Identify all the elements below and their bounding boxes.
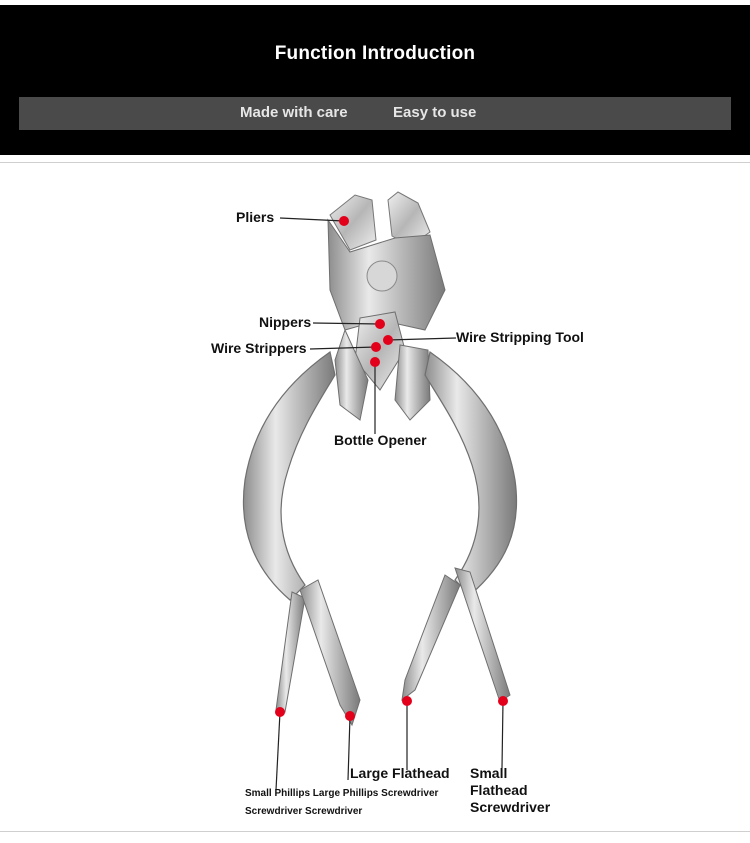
marker-small-flathead: [498, 696, 508, 706]
pliers-jaw-right: [387, 191, 431, 247]
marker-wire-stripping-tool: [383, 335, 393, 345]
divider-top: [0, 162, 750, 163]
marker-nippers: [375, 319, 385, 329]
marker-pliers: [339, 216, 349, 226]
markers: [275, 216, 508, 721]
marker-wire-strippers: [371, 342, 381, 352]
header-banner: Function Introduction Made with care Eas…: [0, 5, 750, 155]
marker-small-phillips: [275, 707, 285, 717]
callout-large-flathead: Large Flathead: [350, 765, 450, 781]
pivot: [366, 260, 398, 292]
callout-small-flathead-line-3: Screwdriver: [470, 799, 551, 815]
marker-bottle-opener: [370, 357, 380, 367]
callout-small-flathead-line-2: Flathead: [470, 782, 528, 798]
multitool-illustration: [242, 191, 518, 791]
callout-small-flathead-line-1: Small: [470, 765, 508, 781]
small-flathead-bit: [454, 567, 511, 703]
callout-wire-strippers: Wire Strippers: [211, 340, 307, 356]
callout-phillips-line-1: Small Phillips Large Phillips Screwdrive…: [245, 788, 439, 799]
callout-pliers: Pliers: [236, 209, 275, 225]
pliers-jaw: [329, 194, 377, 251]
marker-large-flathead: [402, 696, 412, 706]
callout-phillips-line-2: Screwdriver Screwdriver: [245, 806, 363, 817]
callout-phillips-screwdrivers: Small Phillips Large Phillips Screwdrive…: [245, 785, 438, 821]
marker-large-phillips: [345, 711, 355, 721]
tag-made-with-care: Made with care: [240, 104, 348, 121]
callout-nippers: Nippers: [259, 314, 312, 330]
small-phillips-bit: [275, 591, 306, 713]
callout-bottle-opener: Bottle Opener: [334, 432, 427, 448]
callout-wire-stripping-tool: Wire Stripping Tool: [456, 329, 584, 345]
upper-arm-left: [334, 328, 369, 421]
page-title: Function Introduction: [274, 43, 476, 64]
tag-bar: Made with care Easy to use: [19, 97, 731, 130]
left-handle: [242, 350, 336, 601]
upper-arm-right: [394, 344, 431, 421]
large-flathead-bit: [401, 574, 461, 702]
leader-lines: [275, 217, 504, 791]
divider-bottom: [0, 831, 750, 832]
right-handle: [424, 350, 518, 596]
tag-easy-to-use: Easy to use: [393, 104, 477, 121]
callout-small-flathead-screwdriver: Small Flathead Screwdriver: [470, 765, 550, 816]
large-phillips-bit: [299, 579, 361, 727]
